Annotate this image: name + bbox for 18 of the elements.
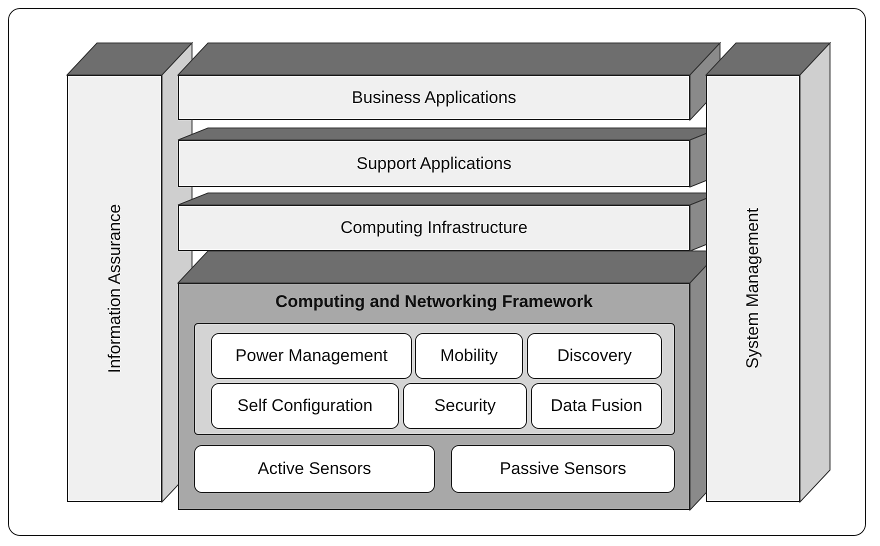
pillar-box — [67, 75, 162, 502]
module-box: Data Fusion — [531, 383, 662, 429]
layer-box: Business Applications — [178, 75, 690, 120]
layer-box: Support Applications — [178, 140, 690, 187]
module-panel — [194, 323, 675, 435]
panel-title: Computing and Networking Framework — [274, 292, 594, 312]
pillar-label: Information Assurance — [104, 204, 124, 374]
pillar-label: System Management — [743, 208, 763, 369]
layer-box: Computing Infrastructure — [178, 205, 690, 251]
module-box: Power Management — [211, 333, 412, 379]
framework-panel — [178, 283, 690, 510]
module-box: Self Configuration — [211, 383, 399, 429]
module-box: Security — [403, 383, 527, 429]
module-box: Active Sensors — [194, 445, 435, 493]
module-box: Discovery — [527, 333, 662, 379]
module-box: Mobility — [415, 333, 523, 379]
module-box: Passive Sensors — [451, 445, 675, 493]
pillar-box — [706, 75, 800, 502]
